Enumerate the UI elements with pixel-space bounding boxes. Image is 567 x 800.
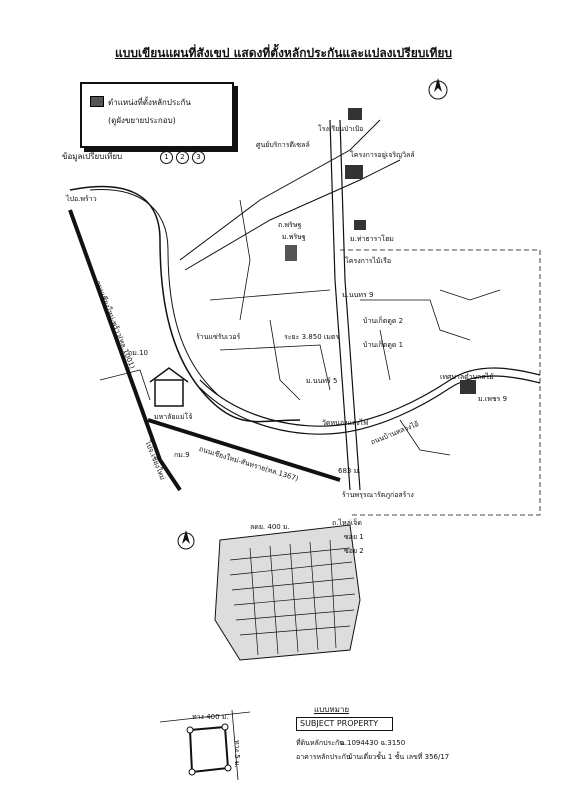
label-km-9: กม.9 xyxy=(174,451,190,459)
comparables-label: ข้อมูลเปรียบเทียบ xyxy=(62,152,123,161)
north-arrow-bottom xyxy=(177,530,195,550)
label-village-tharai: ม.ท่าธาราโฮม xyxy=(350,235,394,243)
label-temple: วัดหนองแสงไฟ xyxy=(322,419,369,427)
label-shop-left: ร้านแซ่รับเวอร์ xyxy=(196,333,241,341)
comparable-1: 1 xyxy=(160,151,173,164)
label-project-top: โครงการอยู่เจริญวิลล์ xyxy=(350,151,415,159)
label-village-9: ม.นนทร 9 xyxy=(342,291,374,299)
label-road-left-top: ไปอ.พร้าว xyxy=(66,195,97,203)
plan-road-b: ทาง 5 ม. xyxy=(233,740,241,768)
label-dist-683: 683 ม. xyxy=(338,467,361,475)
label-road-jed: ถ.ไหล่เจ็ด xyxy=(332,519,362,527)
page-title: แบบเขียนแผนที่สังเขป แสดงที่ตั้งหลักประก… xyxy=(114,46,453,60)
zoom-plan xyxy=(159,709,251,781)
legend-box: ตำแหน่งที่ตั้งหลักประกัน (ดูผังขยายประกอ… xyxy=(80,82,234,148)
label-school: โรงเรียนป่าเป้อ xyxy=(318,125,364,133)
north-arrow-top: N xyxy=(428,78,448,100)
label-right-village: เทศบาลตำบลสไม้ xyxy=(440,373,494,381)
label-distance: ระยะ 3.850 เมตร xyxy=(284,333,340,341)
land-deed-label: ที่ดินหลักประกัน xyxy=(296,739,345,747)
legend-location-swatch xyxy=(90,96,104,107)
plan-road-a: ทาง 400 ม. xyxy=(192,713,229,721)
label-prison-road: ถ.พริษฐ xyxy=(278,221,302,229)
label-road-north-lane: ซอย 1 xyxy=(344,533,364,541)
label-phet-9: ม.เพชร 9 xyxy=(478,395,508,403)
building-label: อาคารหลักประกัน xyxy=(296,753,351,761)
label-km-10: กม.10 xyxy=(128,349,148,357)
label-road-south-lane: ซอย 2 xyxy=(344,547,364,555)
label-dist-400: ลดย. 400 ม. xyxy=(250,523,290,531)
label-market: มหาลัยแม่โจ้ xyxy=(154,413,193,421)
label-shopping-center: ศูนย์บริการดีเซลล์ xyxy=(256,141,310,149)
label-tree-project: โครงการไม้เรือ xyxy=(345,257,392,265)
legend-title: แบบหมาย xyxy=(314,705,350,714)
legend-location-sub: (ดูผังขยายประกอบ) xyxy=(108,116,176,125)
building-description: บ้านเดี่ยวชั้น 1 ชั้น เลขที่ 356/17 xyxy=(348,753,450,761)
subdivision-plan xyxy=(214,524,361,661)
land-deed-number: ฉ.1094430 ฉ.3150 xyxy=(340,739,406,747)
comparable-3: 3 xyxy=(192,151,205,164)
svg-text:N: N xyxy=(436,81,440,87)
label-prison: ม.พริษฐ xyxy=(282,233,306,241)
label-baan-kaew-1: บ้านเก็ตดูด 1 xyxy=(363,341,404,349)
label-gas: ร้านพรุรณารัตภูก่อสร้าง xyxy=(342,491,414,499)
subject-property-label: SUBJECT PROPERTY xyxy=(296,717,393,731)
comparable-2: 2 xyxy=(176,151,189,164)
label-baan-kaew-2: บ้านเก็ตดูด 2 xyxy=(363,317,404,325)
legend-location-label: ตำแหน่งที่ตั้งหลักประกัน xyxy=(108,98,191,107)
label-village-5: ม.นนทร์ 5 xyxy=(306,377,338,385)
